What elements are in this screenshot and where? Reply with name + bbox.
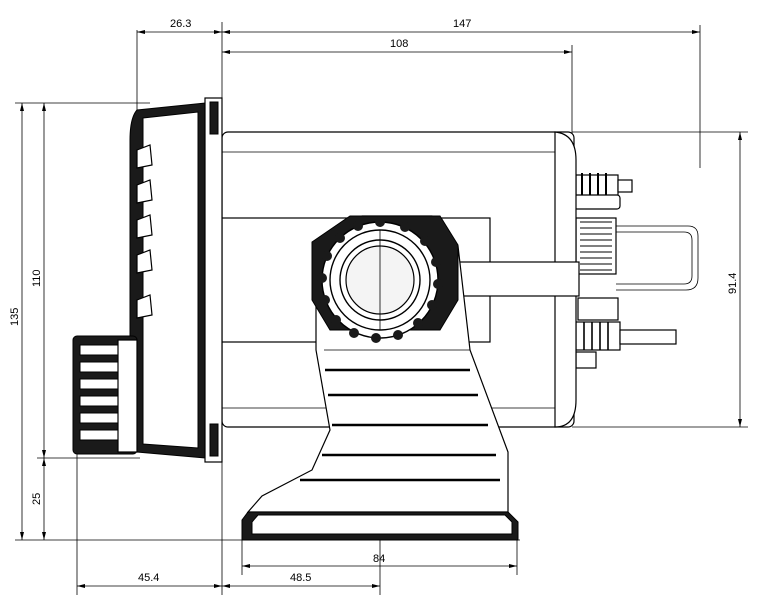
dim-body-depth: 108 <box>390 38 408 50</box>
dim-bracket-width: 84 <box>373 553 385 565</box>
dimension-labels: 26.3 147 108 135 110 25 91.4 84 45.4 48.… <box>9 18 739 584</box>
dim-base-offset: 25 <box>31 493 43 505</box>
dim-rear-height: 91.4 <box>727 273 739 294</box>
pivot-knob <box>317 217 443 343</box>
dim-top-left-width: 26.3 <box>170 18 191 30</box>
rear-connectors <box>573 173 699 369</box>
dim-bracket-offset: 48.5 <box>290 572 311 584</box>
dim-knob-offset: 45.4 <box>138 572 159 584</box>
dim-overall-depth: 147 <box>453 18 471 30</box>
dim-front-height: 110 <box>31 269 43 287</box>
dim-overall-height: 135 <box>9 308 21 326</box>
front-bezel <box>129 97 223 463</box>
front-knob <box>72 335 138 455</box>
